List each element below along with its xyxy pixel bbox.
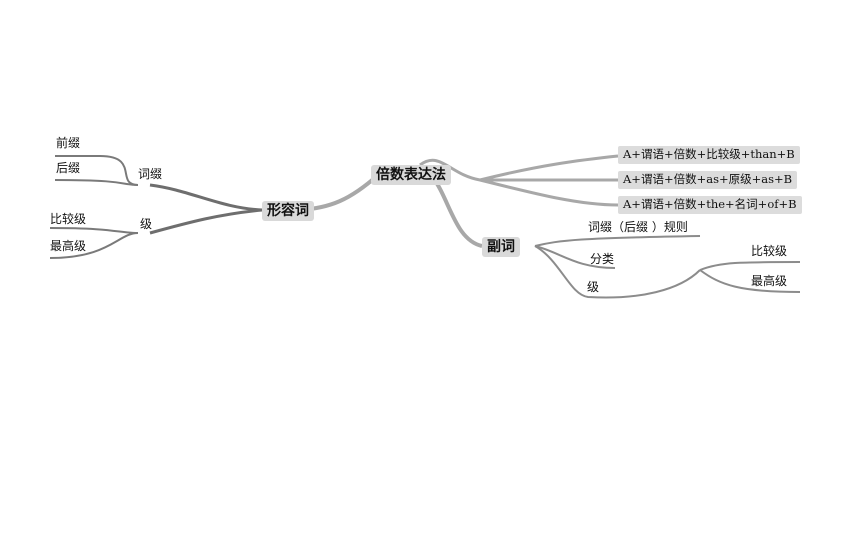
adjective-superlative-label: 最高级	[50, 239, 87, 253]
adjective-suffix-label: 后缀	[56, 161, 81, 175]
link-center-adverb	[430, 174, 483, 248]
adverb-grade-label: 级	[587, 280, 600, 294]
adjective-node: 形容词	[262, 201, 314, 221]
adverb-node: 副词	[482, 237, 520, 257]
link-grade-comparative	[49, 227, 139, 234]
adjective-prefix-label: 前缀	[56, 136, 81, 150]
adjective-affix-label: 词缀	[138, 167, 163, 181]
pattern-the-of: A+谓语+倍数+the+名词+of+B	[618, 196, 802, 214]
link-grade-superlative-adv	[699, 269, 801, 293]
link-adverb-rule	[534, 235, 701, 247]
center-topic: 倍数表达法	[371, 165, 451, 185]
link-adverb-grade	[534, 245, 701, 299]
pattern-than: A+谓语+倍数+比较级+than+B	[618, 146, 800, 164]
adverb-superlative-label: 最高级	[751, 274, 788, 288]
pattern-as-as: A+谓语+倍数+as+原级+as+B	[618, 171, 798, 189]
link-affix-suffix	[54, 179, 139, 186]
adverb-rule-label: 词缀（后缀 ）规则	[588, 220, 688, 234]
link-adjective-affix	[149, 183, 263, 212]
link-center-pattern-3	[479, 178, 619, 207]
link-adjective-grade	[149, 208, 263, 235]
adjective-comparative-label: 比较级	[50, 212, 87, 226]
link-grade-comparative-adv	[699, 261, 801, 271]
adverb-comparative-label: 比较级	[751, 244, 788, 258]
link-adverb-category	[534, 245, 616, 269]
adjective-grade-label: 级	[140, 217, 153, 231]
adverb-category-label: 分类	[590, 252, 615, 266]
link-grade-superlative	[49, 232, 139, 259]
